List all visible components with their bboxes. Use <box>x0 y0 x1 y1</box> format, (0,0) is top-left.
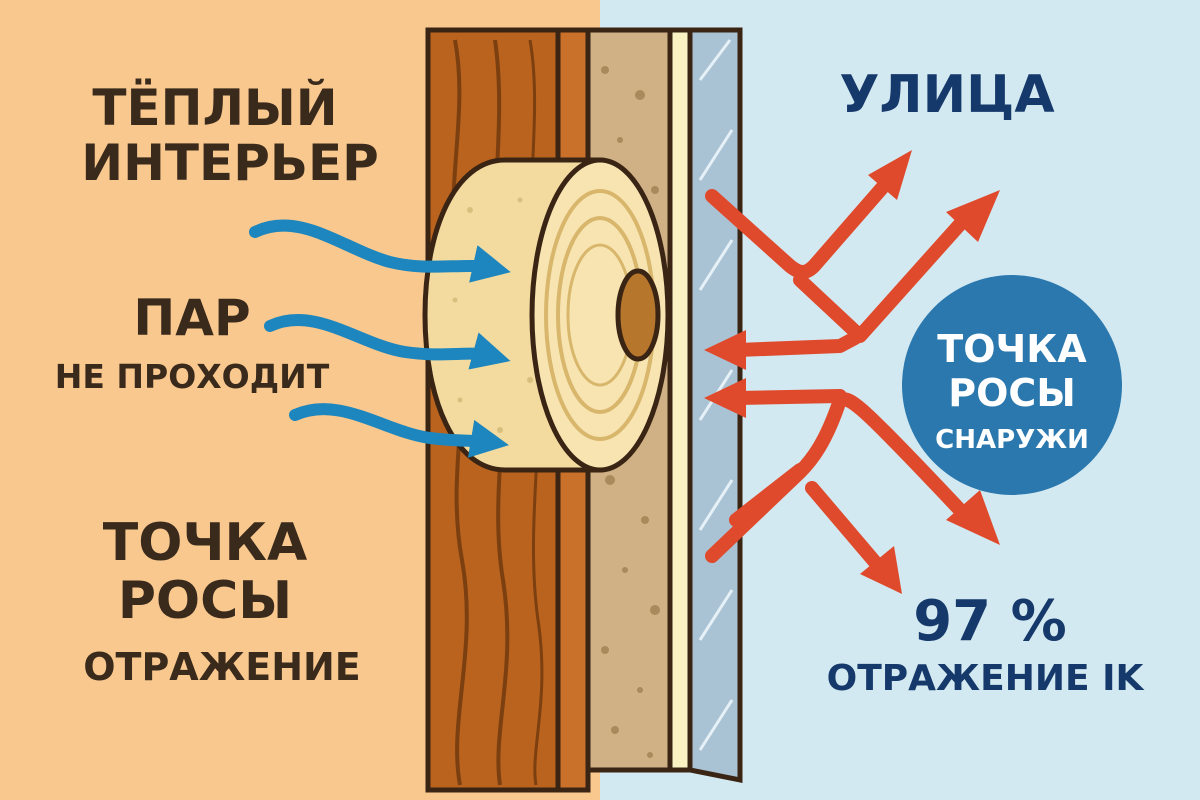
vapor-label-line2: НЕ ПРОХОДИТ <box>55 357 330 396</box>
dew-label-line2: РОСЫ <box>118 571 292 631</box>
red-arrow-icon <box>729 463 807 527</box>
red-arrow-icon <box>704 330 746 370</box>
roll-core <box>615 268 661 362</box>
interior-heading-line1: ТЁПЛЫЙ <box>92 78 337 137</box>
red-arrow-icon <box>704 378 746 418</box>
interior-labels: ТЁПЛЫЙ ИНТЕРЬЕР ПАР НЕ ПРОХОДИТ ТОЧКА РО… <box>55 78 379 689</box>
reflection-percent: 97 % <box>913 589 1067 654</box>
badge-line1: ТОЧКА <box>937 327 1087 371</box>
vapor-arrows <box>249 219 511 458</box>
interior-heading-line2: ИНТЕРЬЕР <box>81 134 379 192</box>
red-arrow-icon <box>946 190 1000 242</box>
dew-label-line3: ОТРАЖЕНИЕ <box>83 645 361 689</box>
red-arrow-icon <box>805 481 887 575</box>
heat-arrows <box>704 150 1000 594</box>
badge-line2: РОСЫ <box>948 371 1075 415</box>
red-arrow-icon <box>946 490 1000 545</box>
exterior-heading: УЛИЦА <box>839 65 1054 125</box>
tape-roll-icon <box>422 157 671 473</box>
film-layer <box>667 27 693 773</box>
reflection-caption: ОТРАЖЕНИЕ IK <box>827 658 1145 699</box>
wavy-arrow-icon <box>289 403 509 458</box>
red-arrow-icon <box>860 546 902 594</box>
vapor-label-line1: ПАР <box>133 289 250 347</box>
exterior-labels: УЛИЦА 97 % ОТРАЖЕНИЕ IK <box>827 65 1145 699</box>
badge-line3: СНАРУЖИ <box>935 425 1089 455</box>
red-arrow-icon <box>705 392 967 563</box>
red-arrow-icon <box>705 181 889 279</box>
red-arrow-icon <box>731 389 847 405</box>
red-arrow-icon <box>731 331 862 357</box>
roll-face <box>529 157 671 473</box>
wavy-arrow-icon <box>249 219 511 283</box>
dew-point-badge: ТОЧКА РОСЫ СНАРУЖИ <box>902 275 1122 495</box>
wavy-arrow-icon <box>264 314 511 370</box>
dew-label-line1: ТОЧКА <box>103 513 307 573</box>
red-arrow-icon <box>868 150 912 200</box>
